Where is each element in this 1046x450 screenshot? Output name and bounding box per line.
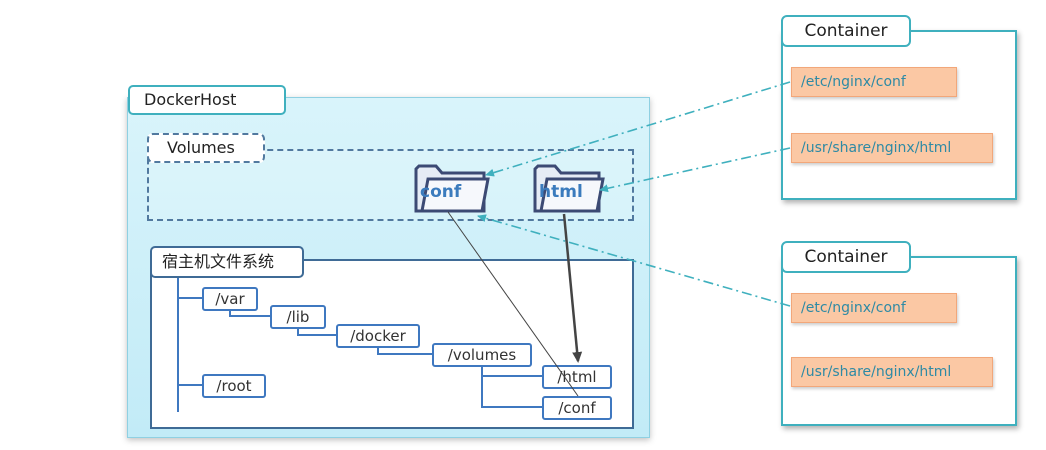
host-filesystem-label: 宿主机文件系统 bbox=[150, 246, 304, 278]
container1-path-html: /usr/share/nginx/html bbox=[791, 133, 993, 163]
dir-volumes: /volumes bbox=[432, 343, 532, 367]
dir-docker: /docker bbox=[336, 324, 420, 348]
mount-arrow-c1-html bbox=[599, 147, 791, 193]
container1-path-conf: /etc/nginx/conf bbox=[791, 67, 957, 97]
tree-branch-conf bbox=[481, 366, 542, 408]
container2-path-html: /usr/share/nginx/html bbox=[791, 357, 993, 387]
container-title-2: Container bbox=[781, 241, 911, 273]
tree-branch-docker bbox=[297, 328, 336, 336]
docker-host-label: DockerHost bbox=[128, 85, 286, 115]
dir-conf: /conf bbox=[542, 396, 612, 420]
folder-icon bbox=[414, 164, 490, 213]
container2-path-conf: /etc/nginx/conf bbox=[791, 293, 957, 323]
tree-branch-lib bbox=[229, 310, 270, 317]
dir-var: /var bbox=[202, 287, 258, 311]
link-arrow-html bbox=[562, 213, 583, 363]
dir-root: /root bbox=[202, 374, 266, 398]
folder-icon bbox=[533, 164, 605, 213]
mount-arrow-c1-conf bbox=[485, 81, 791, 177]
volume-folder-html-label: html bbox=[539, 182, 583, 202]
volumes-label: Volumes bbox=[147, 133, 265, 163]
tree-branch-volumes bbox=[377, 347, 432, 355]
container-title-1: Container bbox=[781, 15, 911, 47]
volume-folder-conf-label: conf bbox=[420, 182, 462, 202]
link-line-conf bbox=[447, 211, 579, 397]
container-box-2 bbox=[781, 256, 1017, 426]
dir-lib: /lib bbox=[270, 305, 326, 329]
mount-arrow-c2-conf bbox=[477, 214, 791, 307]
